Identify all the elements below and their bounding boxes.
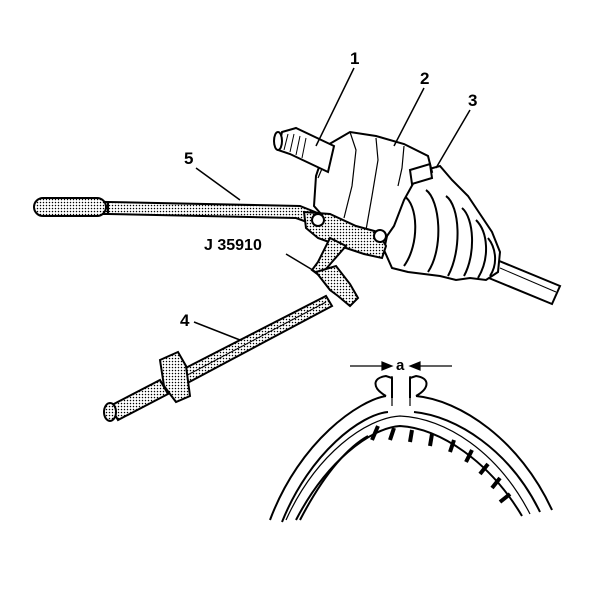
- breaker-bar: [33, 197, 322, 228]
- j35910-clamp-tool-head: [302, 210, 388, 278]
- callout-4: 4: [180, 311, 190, 330]
- callout-3: 3: [468, 91, 477, 110]
- callout-2: 2: [420, 69, 429, 88]
- leader-lines: [193, 67, 471, 341]
- boot-clamp: [408, 162, 434, 186]
- torque-wrench: [103, 264, 360, 422]
- callout-1: 1: [350, 49, 359, 68]
- cv-joint-housing: [312, 130, 434, 248]
- ear-gap-lines: [350, 361, 452, 406]
- boot-hatching: [370, 425, 512, 504]
- splined-stub-shaft: [273, 126, 336, 174]
- callout-5: 5: [184, 149, 193, 168]
- clamp-ear-detail: [269, 374, 553, 523]
- callout-gap-a: a: [396, 357, 405, 374]
- callout-tool: J 35910: [204, 237, 262, 254]
- inner-shaft-section: [299, 435, 369, 521]
